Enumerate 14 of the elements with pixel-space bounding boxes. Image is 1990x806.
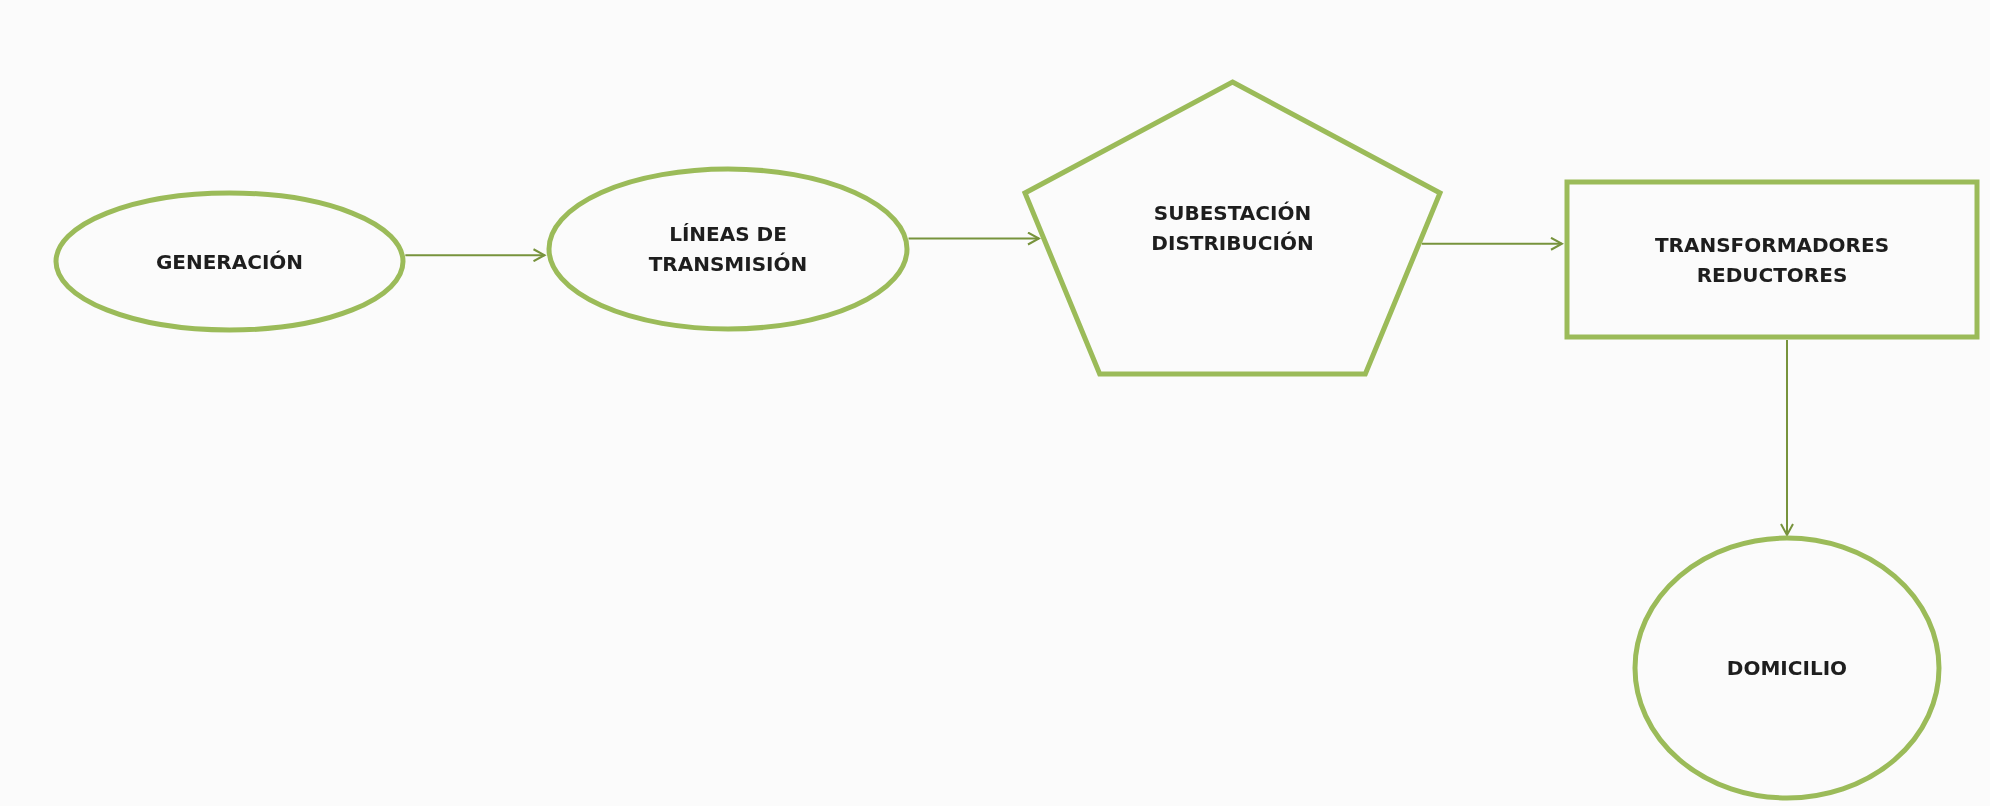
node-label: LÍNEAS DE TRANSMISIÓN: [647, 221, 809, 278]
ellipse-node: [53, 190, 406, 333]
node-label: SUBESTACIÓN DISTRIBUCIÓN: [1150, 200, 1315, 257]
arrow: [404, 248, 546, 263]
arrow: [907, 231, 1040, 246]
arrow: [1420, 236, 1563, 251]
node-label: DOMICILIO: [1726, 655, 1848, 682]
arrow: [1780, 339, 1794, 536]
ellipse-node: [546, 166, 910, 332]
pentagon-node: [1022, 79, 1443, 377]
ellipse-node: [1632, 535, 1942, 801]
process-box: [1564, 179, 1980, 340]
node-label: GENERACIÓN: [155, 248, 304, 276]
node-label: TRANSFORMADORES REDUCTORES: [1653, 231, 1891, 289]
